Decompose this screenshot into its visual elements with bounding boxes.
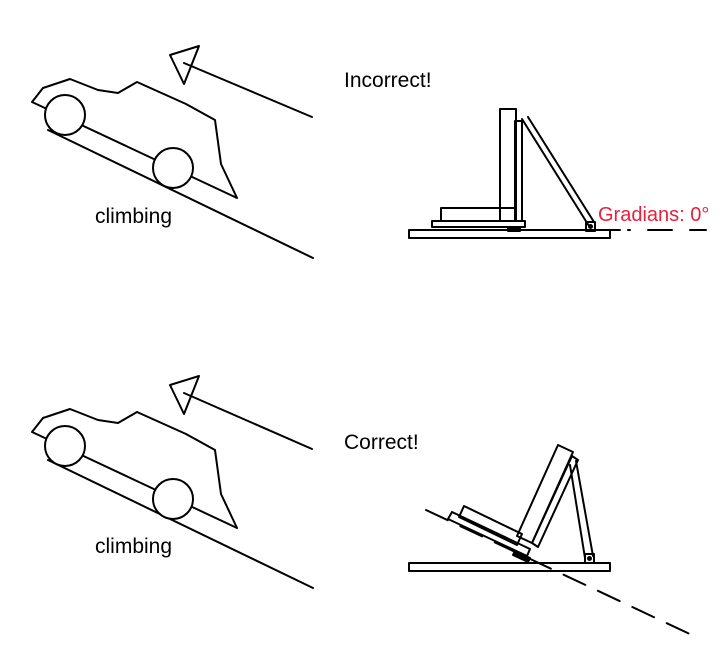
bottom-seat-platform xyxy=(447,511,531,557)
bottom-backrest-inner xyxy=(531,455,579,548)
incorrect-heading: Incorrect! xyxy=(344,69,432,92)
top-direction-arrowhead xyxy=(169,45,200,85)
bottom-direction-arrow-shaft xyxy=(183,392,313,450)
top-climbing-caption: climbing xyxy=(95,205,173,228)
bottom-hinge-pin xyxy=(584,553,595,564)
bottom-slope-line xyxy=(47,459,314,589)
bottom-pivot-block xyxy=(512,550,531,563)
bottom-base-plate xyxy=(408,562,611,572)
bottom-strut-a xyxy=(569,464,586,559)
bottom-car-body xyxy=(31,408,238,529)
gradians-readout: Gradians: 0° xyxy=(598,204,710,226)
bottom-car-front-wheel xyxy=(152,478,194,520)
top-backrest-outer xyxy=(499,108,517,222)
top-seat-cushion xyxy=(440,207,516,222)
top-strut-b xyxy=(527,116,595,223)
bottom-climbing-caption: climbing xyxy=(95,535,173,558)
bottom-seat-cushion xyxy=(458,505,523,546)
bottom-tilted-reference xyxy=(425,509,695,637)
bottom-car-scene xyxy=(31,375,314,589)
bottom-car-rear-wheel xyxy=(44,425,86,467)
bottom-seat-mechanism xyxy=(408,444,695,637)
top-car-rear-wheel xyxy=(44,94,86,136)
bottom-hinge-dot xyxy=(587,556,592,561)
bottom-strut-b xyxy=(575,460,594,557)
top-seat-mechanism xyxy=(408,108,611,239)
bottom-direction-arrowhead xyxy=(169,375,200,415)
correct-heading: Correct! xyxy=(344,431,419,454)
top-hinge-pin xyxy=(585,221,596,232)
top-direction-arrow-shaft xyxy=(183,62,313,118)
top-pivot-block xyxy=(507,226,521,232)
bottom-backrest-outer xyxy=(516,444,574,544)
top-strut-a xyxy=(521,118,590,227)
top-car-body xyxy=(31,78,238,199)
top-car-front-wheel xyxy=(152,147,194,189)
top-backrest-inner xyxy=(514,120,523,222)
top-car-scene xyxy=(31,45,314,259)
top-hinge-dot xyxy=(588,224,593,229)
top-slope-line xyxy=(47,129,314,259)
